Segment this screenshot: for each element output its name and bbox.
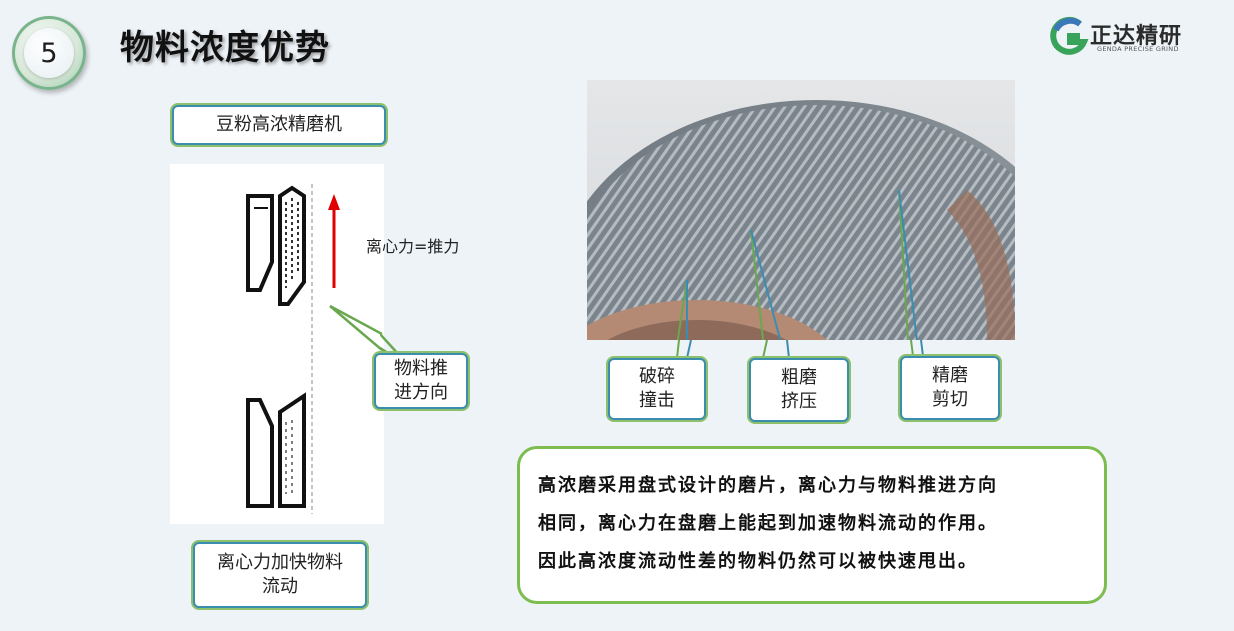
caption-box: 离心力加快物料 流动 bbox=[193, 542, 367, 608]
push-direction-label-line1: 物料推 bbox=[394, 358, 448, 379]
arrow-head-icon bbox=[328, 194, 340, 210]
disc-zone-fine-line1: 精磨 bbox=[932, 365, 968, 386]
caption-line1: 离心力加快物料 bbox=[217, 552, 343, 573]
disc-zone-crushing-line1: 破碎 bbox=[639, 366, 675, 387]
grinding-disc-image bbox=[587, 80, 1015, 340]
machine-label: 豆粉高浓精磨机 bbox=[216, 114, 342, 135]
disc-zone-crushing-line2: 撞击 bbox=[639, 390, 675, 411]
description-line2: 相同，离心力在盘磨上能起到加速物料流动的作用。 bbox=[538, 513, 998, 534]
disc-zone-coarse-line2: 挤压 bbox=[781, 391, 817, 412]
force-label: 离心力=推力 bbox=[366, 237, 460, 256]
disc-cross-section-drawing bbox=[246, 184, 383, 514]
logo-text: 正达精研 bbox=[1090, 24, 1183, 49]
disc-zone-fine-line2: 剪切 bbox=[932, 389, 968, 410]
push-direction-box: 物料推 进方向 bbox=[374, 353, 468, 409]
push-direction-label-line2: 进方向 bbox=[394, 382, 448, 403]
caption-line2: 流动 bbox=[262, 576, 298, 597]
logo-subtitle: GENDA PRECISE GRIND bbox=[1097, 45, 1179, 53]
flow-diagram bbox=[170, 164, 384, 524]
disc-pointer-lines bbox=[676, 340, 924, 359]
logo-icon bbox=[1050, 16, 1089, 55]
section-number: 5 bbox=[24, 28, 74, 78]
company-logo: 正达精研 GENDA PRECISE GRIND bbox=[1050, 16, 1210, 58]
description-line3: 因此高浓度流动性差的物料仍然可以被快速甩出。 bbox=[538, 551, 978, 572]
description-line1: 高浓磨采用盘式设计的磨片，离心力与物料推进方向 bbox=[538, 475, 998, 496]
disc-zone-coarse-box: 粗磨 挤压 bbox=[749, 358, 849, 422]
page-title: 物料浓度优势 bbox=[120, 28, 330, 68]
disc-zone-crushing-box: 破碎 撞击 bbox=[608, 358, 706, 420]
machine-label-box: 豆粉高浓精磨机 bbox=[172, 105, 386, 145]
disc-zone-coarse-line1: 粗磨 bbox=[781, 367, 817, 388]
section-number-badge: 5 bbox=[12, 16, 86, 90]
description-box: 高浓磨采用盘式设计的磨片，离心力与物料推进方向 相同，离心力在盘磨上能起到加速物… bbox=[517, 446, 1107, 604]
disc-zone-fine-box: 精磨 剪切 bbox=[900, 356, 1000, 420]
